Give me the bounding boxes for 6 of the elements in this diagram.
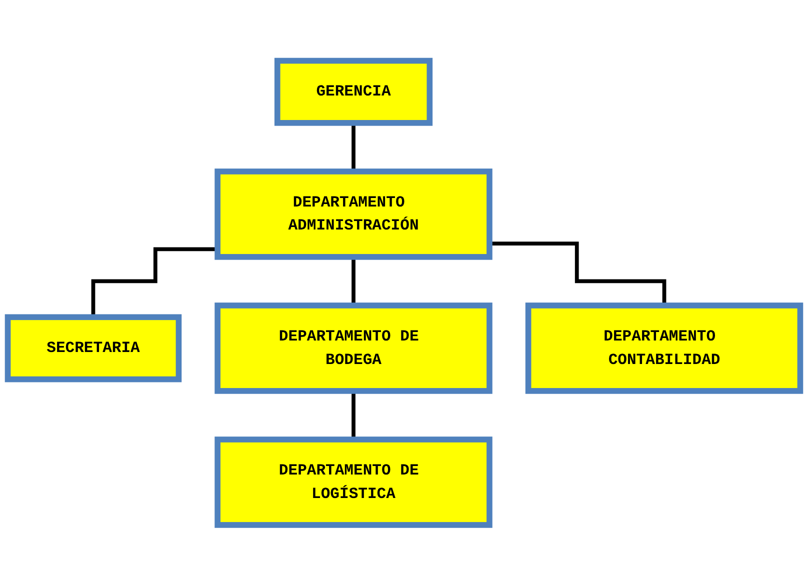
node-box: GERENCIA [274, 57, 433, 126]
node-box: DEPARTAMENTO DE BODEGA [214, 302, 492, 394]
node-box: DEPARTAMENTO CONTABILIDAD [525, 302, 804, 394]
node-box: SECRETARIA [4, 314, 182, 382]
node-box: DEPARTAMENTO ADMINISTRACIÓN [214, 168, 492, 260]
node-box: DEPARTAMENTO DE LOGÍSTICA [214, 436, 492, 528]
